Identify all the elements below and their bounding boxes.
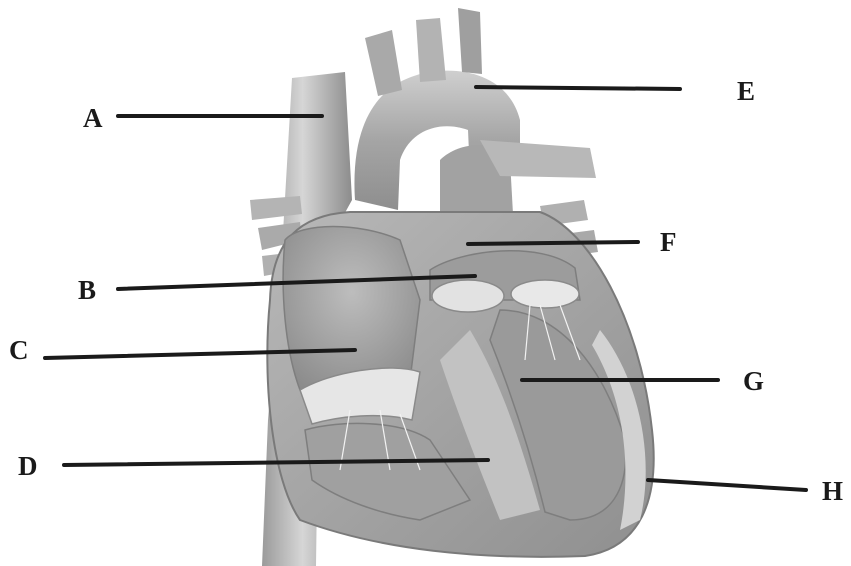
leader-line-e — [476, 87, 680, 89]
mitral-valve — [511, 280, 579, 308]
label-a: A — [83, 103, 103, 133]
label-d: D — [18, 451, 38, 481]
label-e: E — [737, 76, 755, 106]
leader-line-f — [468, 242, 638, 244]
label-c: C — [9, 335, 29, 365]
label-g: G — [743, 366, 764, 396]
aortic-branch-1 — [365, 30, 402, 96]
aortic-branch-2 — [416, 18, 446, 82]
heart-illustration — [250, 8, 654, 566]
label-b: B — [78, 275, 96, 305]
aortic-valve — [432, 280, 504, 312]
label-h: H — [822, 476, 843, 506]
leader-line-h — [648, 480, 806, 490]
label-f: F — [660, 227, 677, 257]
right-atrium — [283, 227, 420, 391]
aortic-branch-3 — [458, 8, 482, 74]
